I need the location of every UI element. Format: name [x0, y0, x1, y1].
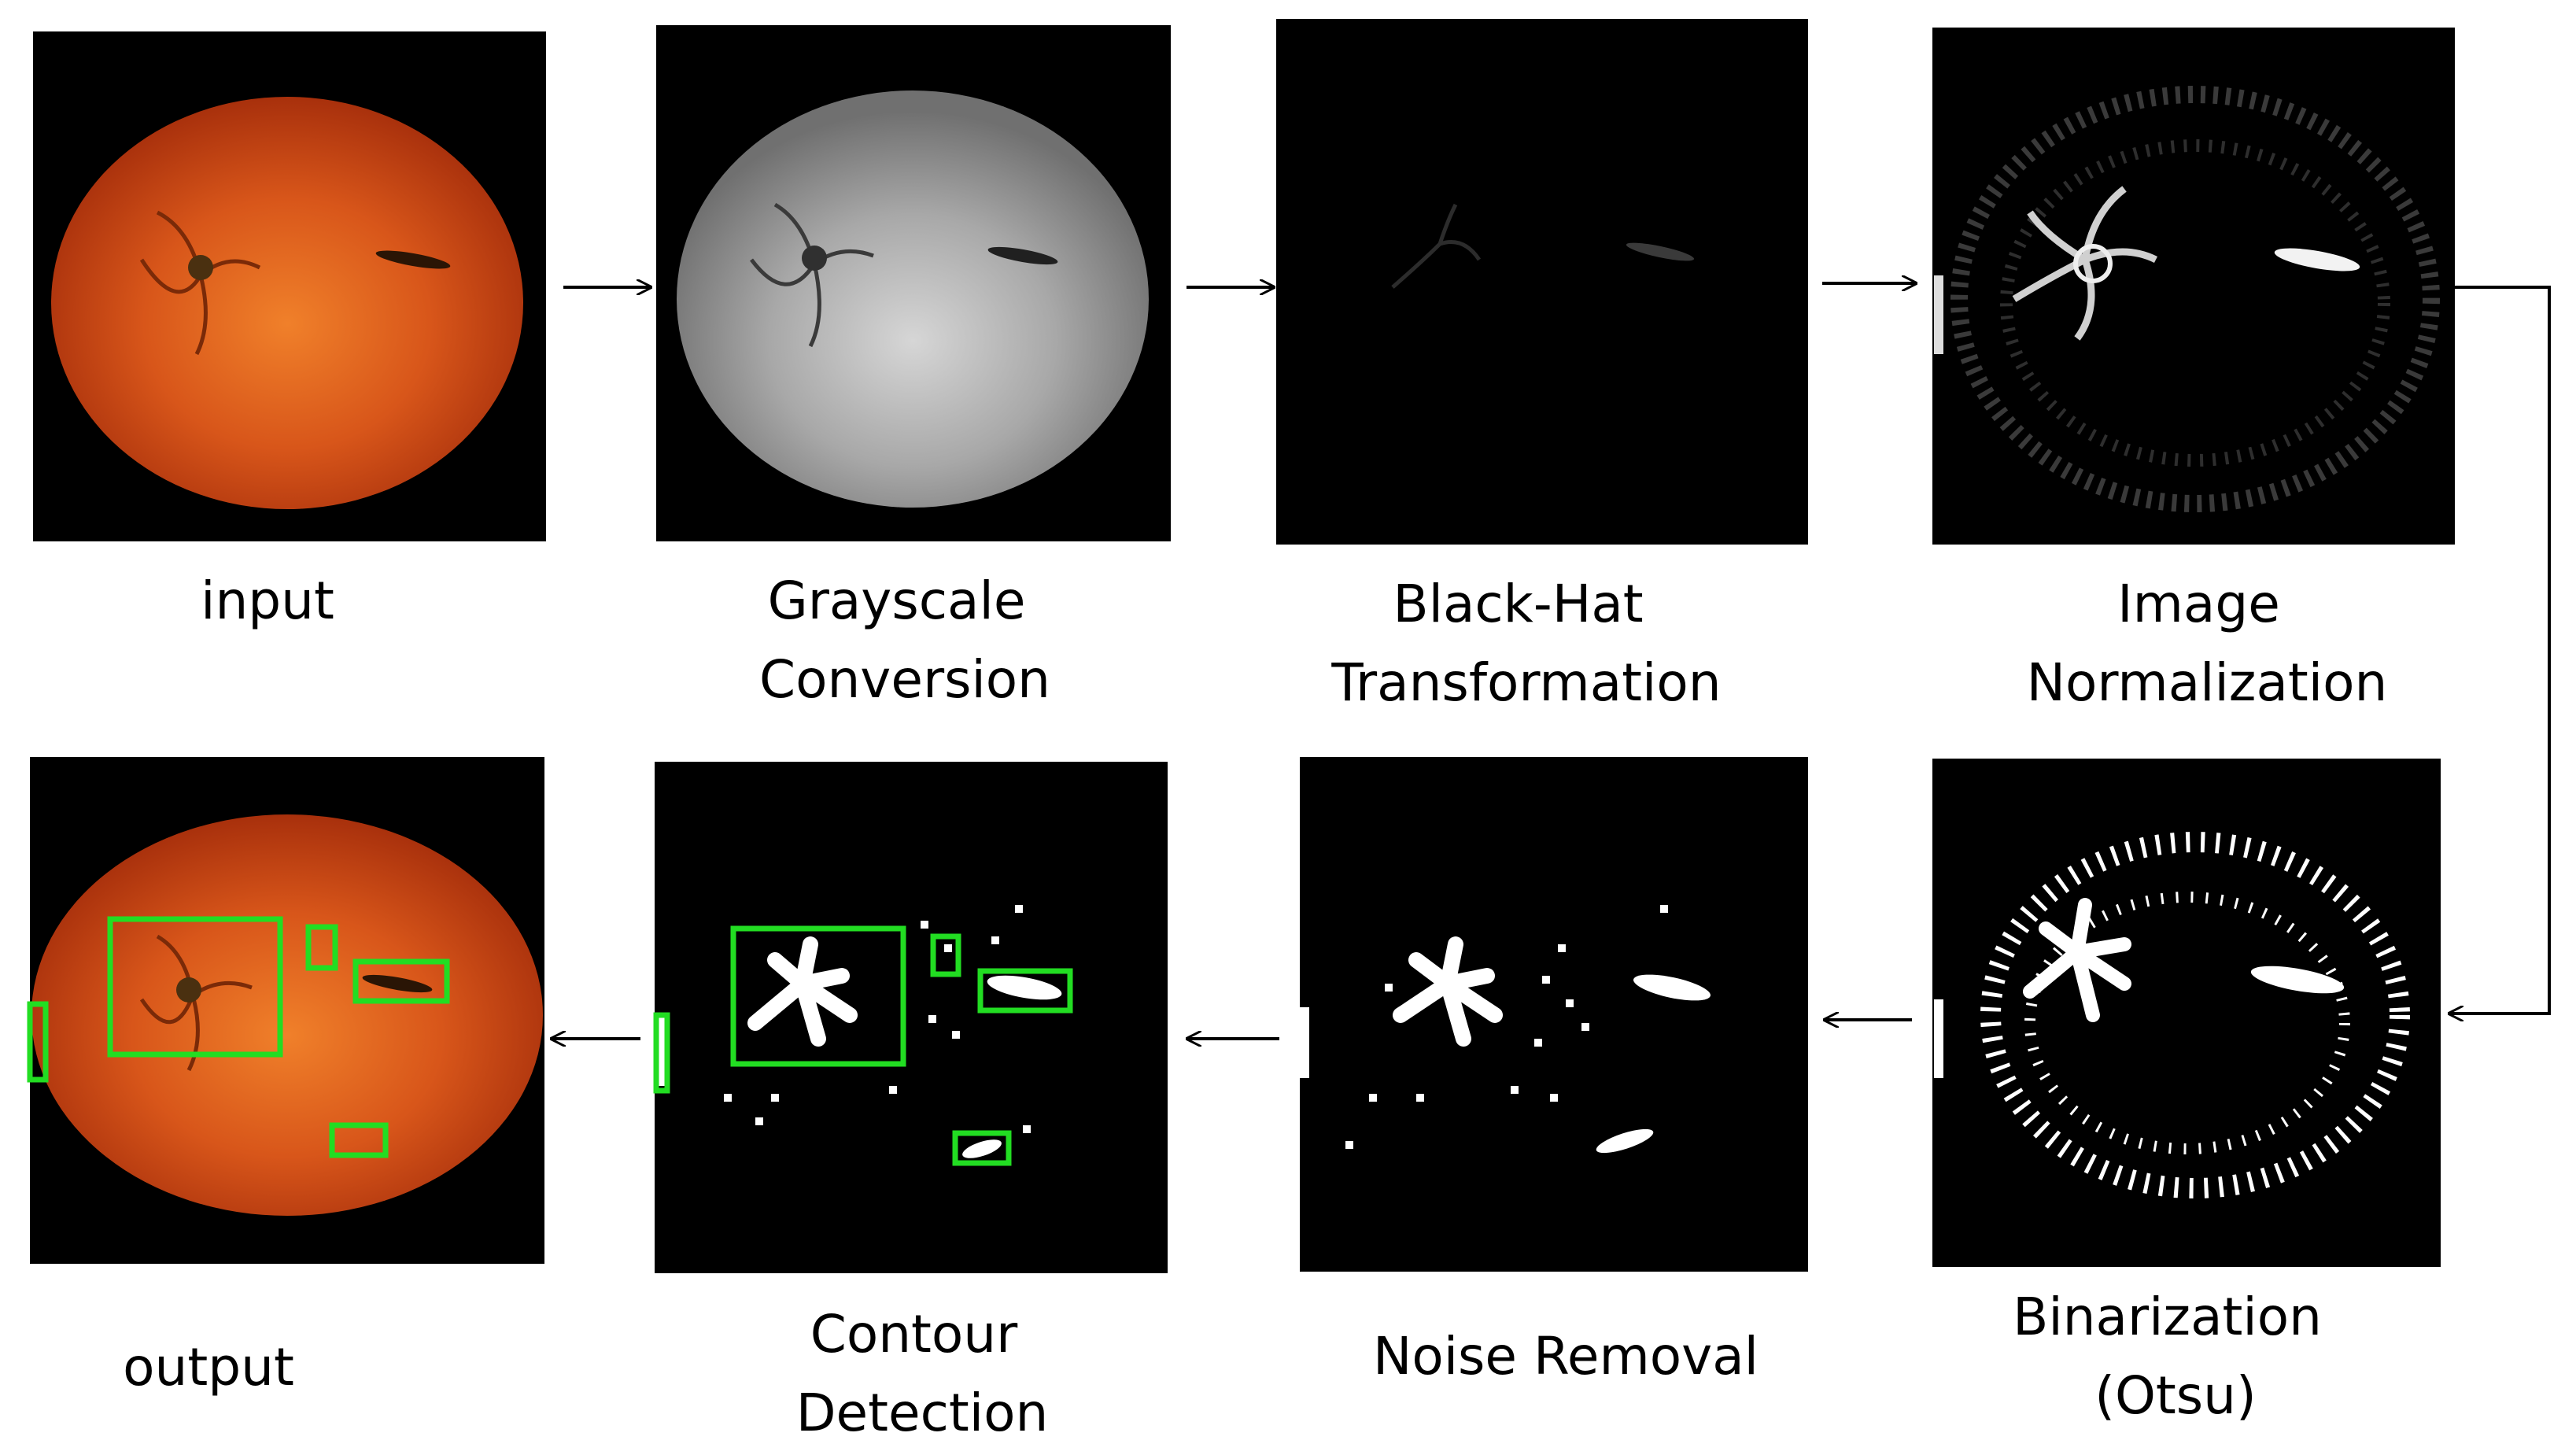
output-box-edge — [27, 1001, 49, 1083]
contour-box-blemish — [977, 968, 1073, 1014]
contour-box-main — [730, 925, 906, 1067]
caption-blackhat: Black-Hat Transformation — [1330, 574, 1721, 713]
output-box-blemish — [352, 958, 450, 1004]
panel-grayscale — [656, 25, 1171, 541]
panel-contour-detection — [653, 762, 1168, 1273]
panel-binarization — [1932, 759, 2441, 1267]
caption-noise-removal: Noise Removal — [1373, 1326, 1759, 1387]
output-box-small — [305, 924, 338, 971]
output-box-lower — [329, 1122, 389, 1158]
contour-box-edge — [653, 1012, 670, 1094]
panel-noise-removal — [1300, 757, 1808, 1272]
caption-normalization: Image Normalization — [2027, 574, 2388, 713]
output-box-main — [107, 916, 283, 1058]
panel-normalization — [1932, 28, 2455, 545]
caption-output: output — [123, 1337, 294, 1398]
caption-input: input — [201, 571, 334, 631]
caption-contour: Contour Detection — [796, 1304, 1049, 1443]
panel-blackhat — [1276, 19, 1808, 545]
arrow-normalization-to-binarization — [2449, 286, 2551, 1014]
contour-box-lower — [952, 1130, 1012, 1166]
panel-output — [27, 757, 544, 1264]
contour-box-small — [930, 933, 961, 977]
caption-binarization: Binarization (Otsu) — [2013, 1287, 2338, 1426]
output-orange-fruit — [31, 814, 543, 1216]
orange-fruit — [51, 97, 523, 509]
grayscale-fruit — [677, 90, 1149, 508]
panel-input — [33, 31, 546, 541]
caption-grayscale: Grayscale Conversion — [759, 571, 1050, 710]
